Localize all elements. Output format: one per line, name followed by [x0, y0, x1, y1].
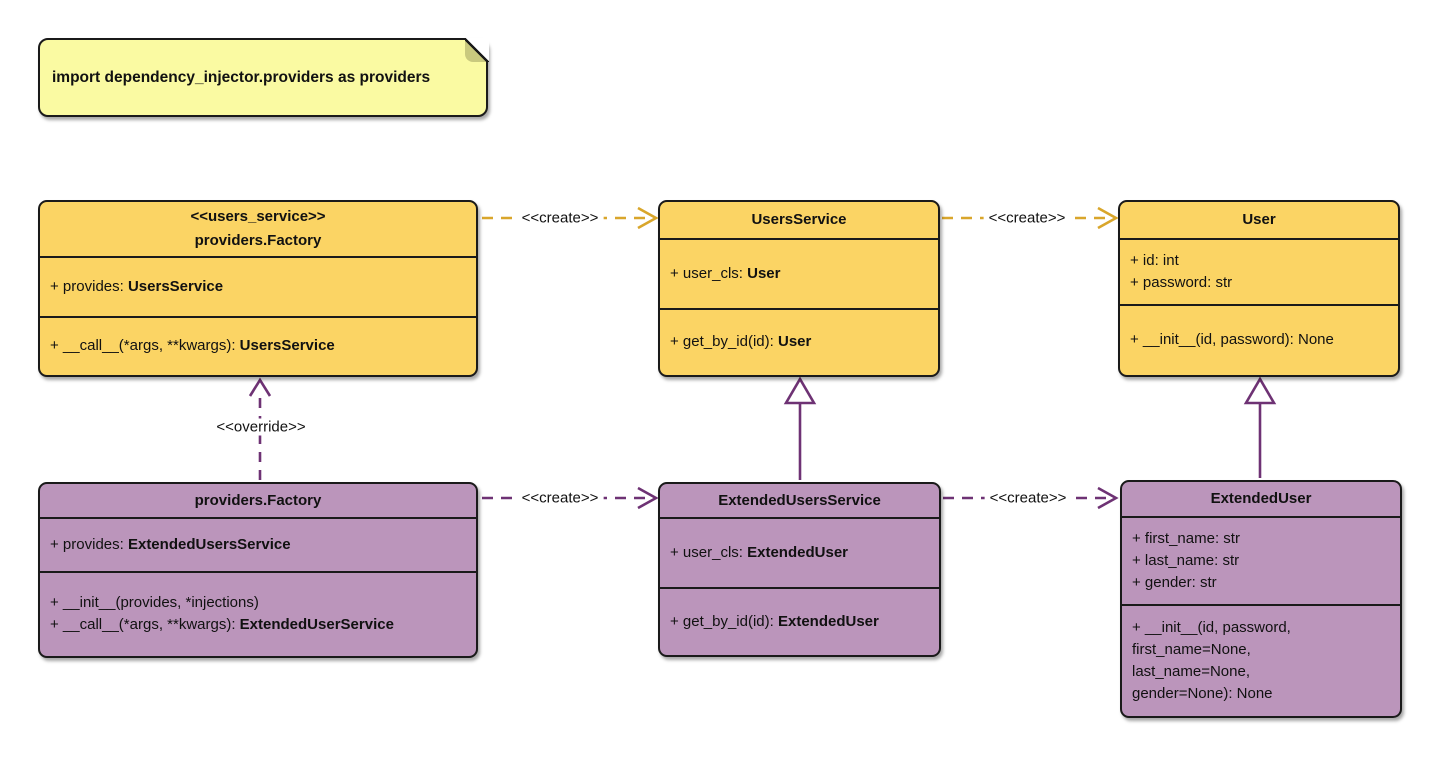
- class-users-service: UsersService + user_cls: User + get_by_i…: [658, 200, 940, 377]
- attributes-section: + provides: UsersService: [40, 256, 476, 316]
- methods-section: + __init__(id, password): None: [1120, 304, 1398, 374]
- class-header: ExtendedUsersService: [660, 484, 939, 517]
- method-row: last_name=None,: [1132, 662, 1250, 680]
- class-name: User: [1242, 211, 1276, 228]
- method-row: gender=None): None: [1132, 684, 1273, 702]
- method-row: first_name=None,: [1132, 640, 1251, 658]
- attribute-row: + gender: str: [1132, 574, 1217, 591]
- methods-section: + __init__(id, password, first_name=None…: [1122, 604, 1400, 715]
- attributes-section: + user_cls: ExtendedUser: [660, 517, 939, 587]
- class-extended-users-service: ExtendedUsersService + user_cls: Extende…: [658, 482, 941, 657]
- attribute-row: + user_cls: User: [670, 265, 781, 282]
- class-header: UsersService: [660, 202, 938, 238]
- class-extended-user: ExtendedUser + first_name: str + last_na…: [1120, 480, 1402, 718]
- class-users-service-factory: <<users_service>> providers.Factory + pr…: [38, 200, 478, 377]
- inheritance-arrow-extuser: [1243, 376, 1277, 478]
- methods-section: + get_by_id(id): User: [660, 308, 938, 374]
- create-label-1: <<create>>: [516, 209, 604, 227]
- inheritance-arrow-extusersservice: [783, 376, 817, 480]
- class-user: User + id: int + password: str + __init_…: [1118, 200, 1400, 377]
- class-name: ExtendedUser: [1210, 490, 1312, 507]
- import-note: import dependency_injector.providers as …: [38, 37, 489, 117]
- method-row: + __init__(id, password,: [1132, 618, 1291, 636]
- attributes-section: + user_cls: User: [660, 238, 938, 308]
- methods-section: + get_by_id(id): ExtendedUser: [660, 587, 939, 654]
- method-row: + __call__(*args, **kwargs): ExtendedUse…: [50, 616, 394, 633]
- import-note-text: import dependency_injector.providers as …: [52, 68, 431, 86]
- create-label-3: <<create>>: [516, 489, 604, 507]
- class-header: providers.Factory: [40, 484, 476, 517]
- attribute-row: + first_name: str: [1132, 530, 1240, 547]
- attribute-row: + provides: ExtendedUsersService: [50, 536, 291, 553]
- class-name: UsersService: [751, 211, 847, 228]
- method-row: + __init__(id, password): None: [1130, 331, 1334, 348]
- methods-section: + __call__(*args, **kwargs): UsersServic…: [40, 316, 476, 374]
- methods-section: + __init__(provides, *injections) + __ca…: [40, 571, 476, 655]
- attribute-row: + provides: UsersService: [50, 278, 224, 295]
- attribute-row: + id: int: [1130, 252, 1179, 269]
- method-row: + __init__(provides, *injections): [50, 594, 259, 611]
- class-name: providers.Factory: [194, 491, 322, 509]
- method-row: + get_by_id(id): ExtendedUser: [670, 612, 879, 630]
- create-label-4: <<create>>: [984, 489, 1072, 507]
- method-row: + get_by_id(id): User: [670, 333, 812, 350]
- method-row: + __call__(*args, **kwargs): UsersServic…: [50, 337, 335, 354]
- class-extended-factory: providers.Factory + provides: ExtendedUs…: [38, 482, 478, 658]
- class-name: ExtendedUsersService: [718, 491, 881, 509]
- attributes-section: + provides: ExtendedUsersService: [40, 517, 476, 571]
- class-stereotype: <<users_service>>: [190, 208, 326, 225]
- attributes-section: + first_name: str + last_name: str + gen…: [1122, 516, 1400, 604]
- class-header: ExtendedUser: [1122, 482, 1400, 516]
- override-label: <<override>>: [211, 418, 311, 436]
- create-label-2: <<create>>: [983, 209, 1071, 227]
- attribute-row: + user_cls: ExtendedUser: [670, 544, 848, 561]
- attribute-row: + password: str: [1130, 274, 1233, 291]
- attributes-section: + id: int + password: str: [1120, 238, 1398, 304]
- note-fold-corner-icon: [464, 37, 489, 62]
- attribute-row: + last_name: str: [1132, 552, 1240, 569]
- class-name: providers.Factory: [194, 232, 322, 249]
- class-header: User: [1120, 202, 1398, 238]
- class-header: <<users_service>> providers.Factory: [40, 202, 476, 256]
